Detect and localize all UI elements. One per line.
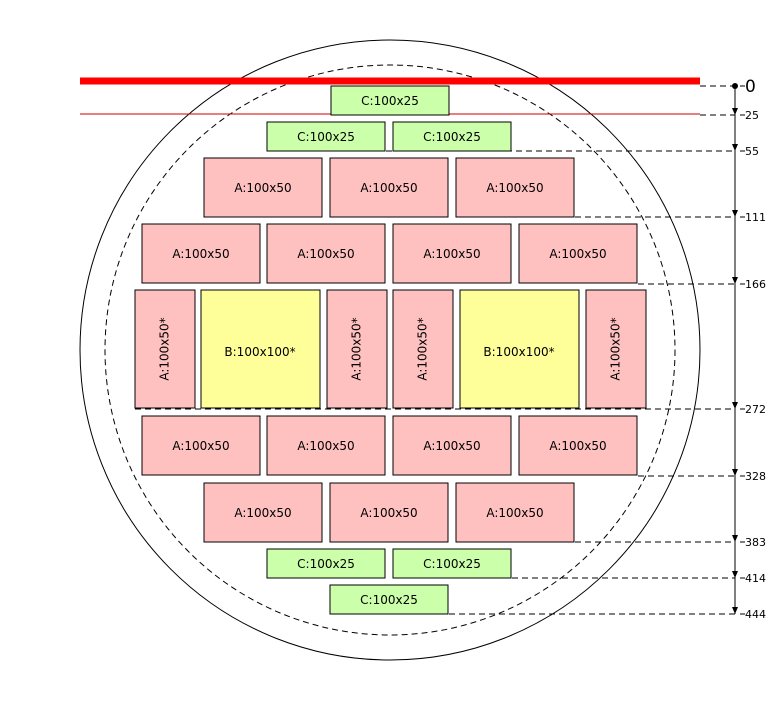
block-label: A:100x50 xyxy=(360,506,417,520)
scale-tick-label: 25 xyxy=(745,109,759,122)
arrow-icon xyxy=(732,535,738,542)
block-a xyxy=(455,482,575,543)
block-a xyxy=(392,223,512,284)
block-label: A:100x50* xyxy=(416,317,430,380)
block-label: B:100x100* xyxy=(483,345,554,359)
scale-zero-label: 0 xyxy=(745,77,756,97)
block-label: B:100x100* xyxy=(224,345,295,359)
block-a-rotated xyxy=(585,289,647,409)
block-label: A:100x50 xyxy=(423,439,480,453)
scale-tick-label: 55 xyxy=(745,145,759,158)
block-label: A:100x50 xyxy=(486,506,543,520)
arrow-icon xyxy=(732,108,738,115)
scale-arrows xyxy=(732,108,738,614)
arrow-icon xyxy=(732,571,738,578)
block-b xyxy=(200,289,321,409)
block-b xyxy=(459,289,580,409)
scale-tick-label: 383 xyxy=(745,536,766,549)
scale-tick-label: 272 xyxy=(745,403,766,416)
block-label: C:100x25 xyxy=(423,557,481,571)
scale-tick-label: 166 xyxy=(745,278,766,291)
block-c xyxy=(266,548,386,579)
block-a xyxy=(266,415,386,476)
block-a xyxy=(392,415,512,476)
block-label: C:100x25 xyxy=(297,557,355,571)
scale-origin-dot xyxy=(732,83,738,89)
block-label: A:100x50 xyxy=(549,439,606,453)
block-a xyxy=(203,482,323,543)
block-label: A:100x50 xyxy=(486,181,543,195)
block-label: A:100x50 xyxy=(423,247,480,261)
arrow-icon xyxy=(732,607,738,614)
block-label: A:100x50 xyxy=(172,247,229,261)
block-a xyxy=(203,157,323,218)
scale-tick-label: 444 xyxy=(745,608,766,621)
block-label: A:100x50 xyxy=(172,439,229,453)
block-a-rotated xyxy=(392,289,454,409)
scale-tick-label: 111 xyxy=(745,211,766,224)
block-a xyxy=(329,482,449,543)
block-a xyxy=(141,223,261,284)
block-label: A:100x50 xyxy=(297,247,354,261)
block-c xyxy=(329,584,449,615)
block-a xyxy=(141,415,261,476)
block-label: A:100x50 xyxy=(234,506,291,520)
block-a-rotated xyxy=(326,289,388,409)
block-a xyxy=(518,223,638,284)
block-a xyxy=(329,157,449,218)
wafer-outer-circle xyxy=(79,39,701,661)
block-label: C:100x25 xyxy=(297,130,355,144)
block-a xyxy=(518,415,638,476)
arrow-icon xyxy=(732,402,738,409)
block-label: A:100x50 xyxy=(297,439,354,453)
wafer-inner-dashed-circle xyxy=(104,64,676,636)
block-label: A:100x50 xyxy=(234,181,291,195)
arrow-icon xyxy=(732,144,738,151)
block-label: C:100x25 xyxy=(423,130,481,144)
block-a xyxy=(455,157,575,218)
block-a-rotated xyxy=(134,289,196,409)
block-label: A:100x50* xyxy=(350,317,364,380)
block-label: C:100x25 xyxy=(361,94,419,108)
block-c xyxy=(330,85,450,116)
arrow-icon xyxy=(732,277,738,284)
arrow-icon xyxy=(732,210,738,217)
block-c xyxy=(392,548,512,579)
block-c xyxy=(392,121,512,152)
block-label: A:100x50 xyxy=(549,247,606,261)
block-label: A:100x50* xyxy=(158,317,172,380)
scale-tick-label: 414 xyxy=(745,572,766,585)
arrow-icon xyxy=(732,469,738,476)
block-label: C:100x25 xyxy=(360,593,418,607)
block-label: A:100x50* xyxy=(609,317,623,380)
block-a xyxy=(266,223,386,284)
block-c xyxy=(266,121,386,152)
scale-tick-label: 328 xyxy=(745,470,766,483)
block-label: A:100x50 xyxy=(360,181,417,195)
